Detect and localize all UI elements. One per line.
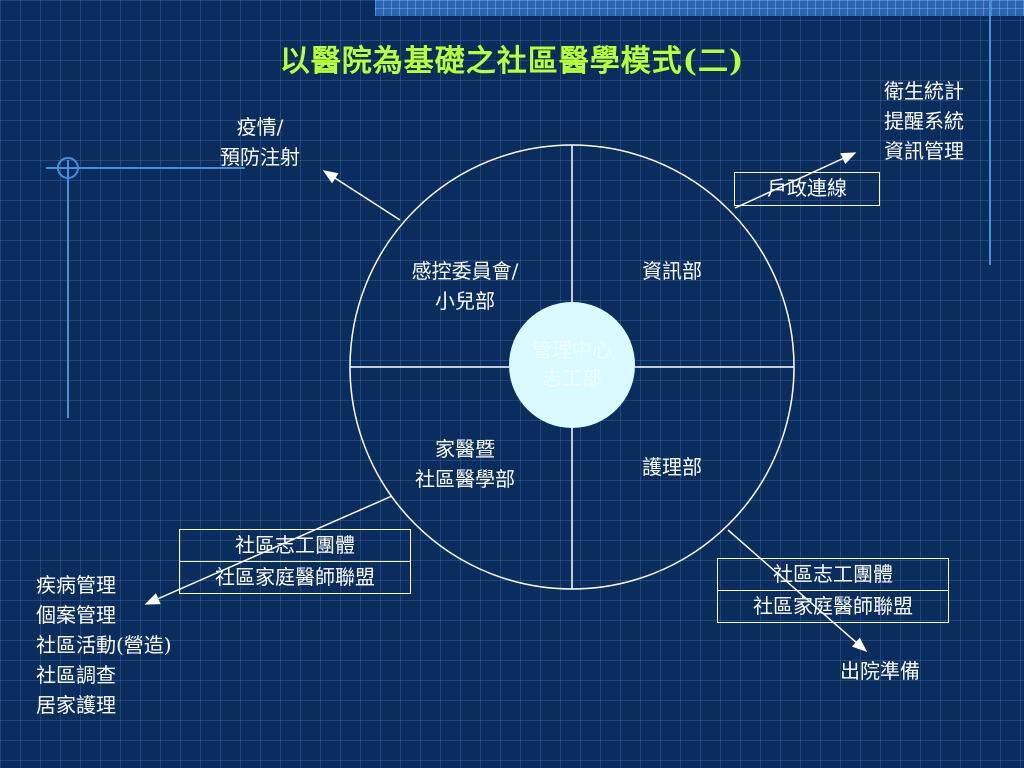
stats-label: 衛生統計 提醒系統 資訊管理 <box>884 76 964 166</box>
decorative-top-band <box>375 0 1024 16</box>
arrow-stats <box>734 152 857 209</box>
discharge-label: 出院準備 <box>840 659 920 683</box>
list-item: 社區活動(營造) <box>36 633 172 657</box>
disease-mgmt-list: 疾病管理 個案管理 社區活動(營造) 社區調查 居家護理 <box>36 570 172 720</box>
hub-circle <box>509 302 635 428</box>
quadrant-top-right-label: 資訊部 <box>612 256 732 286</box>
right-partner-box: 社區志工團體 社區家庭醫師聯盟 <box>717 558 949 623</box>
hub-line1: 管理中心 <box>532 338 612 362</box>
epidemic-label: 疫情/ 預防注射 <box>200 112 320 172</box>
quadrant-top-left-label: 感控委員會/ 小兒部 <box>385 256 545 316</box>
hub-label: 管理中心 志工部 <box>512 336 632 392</box>
list-item: 疾病管理 <box>36 573 116 597</box>
household-link-box: 戶政連線 <box>734 172 880 206</box>
hub-line2: 志工部 <box>542 366 602 390</box>
crosshair-icon <box>57 157 79 179</box>
right-box-family-physician-alliance: 社區家庭醫師聯盟 <box>718 590 948 622</box>
epidemic-line2: 預防注射 <box>220 145 300 169</box>
left-box-family-physician-alliance: 社區家庭醫師聯盟 <box>180 561 410 593</box>
right-box-volunteer-groups: 社區志工團體 <box>773 562 893 586</box>
epidemic-line1: 疫情/ <box>236 115 284 139</box>
arrow-epidemic <box>322 170 401 221</box>
list-item: 社區調查 <box>36 663 116 687</box>
list-item: 居家護理 <box>36 693 116 717</box>
stats-line3: 資訊管理 <box>884 139 964 163</box>
stats-line2: 提醒系統 <box>884 109 964 133</box>
quadrant-top-left-line2: 小兒部 <box>435 289 495 313</box>
quadrant-bottom-left-line2: 社區醫學部 <box>415 467 515 491</box>
left-box-volunteer-groups: 社區志工團體 <box>235 533 355 557</box>
quadrant-bottom-left-label: 家醫暨 社區醫學部 <box>390 434 540 494</box>
quadrant-bottom-right-label: 護理部 <box>612 452 732 482</box>
list-item: 個案管理 <box>36 603 116 627</box>
quadrant-top-right-line1: 資訊部 <box>642 259 702 283</box>
arrow-disease-mgmt <box>144 495 393 605</box>
quadrant-top-left-line1: 感控委員會/ <box>411 259 519 283</box>
stats-line1: 衛生統計 <box>884 79 964 103</box>
page-title: 以醫院為基礎之社區醫學模式(二) <box>279 44 745 79</box>
quadrant-bottom-right-line1: 護理部 <box>642 455 702 479</box>
quadrant-bottom-left-line1: 家醫暨 <box>435 437 495 461</box>
left-partner-box: 社區志工團體 社區家庭醫師聯盟 <box>179 529 411 594</box>
